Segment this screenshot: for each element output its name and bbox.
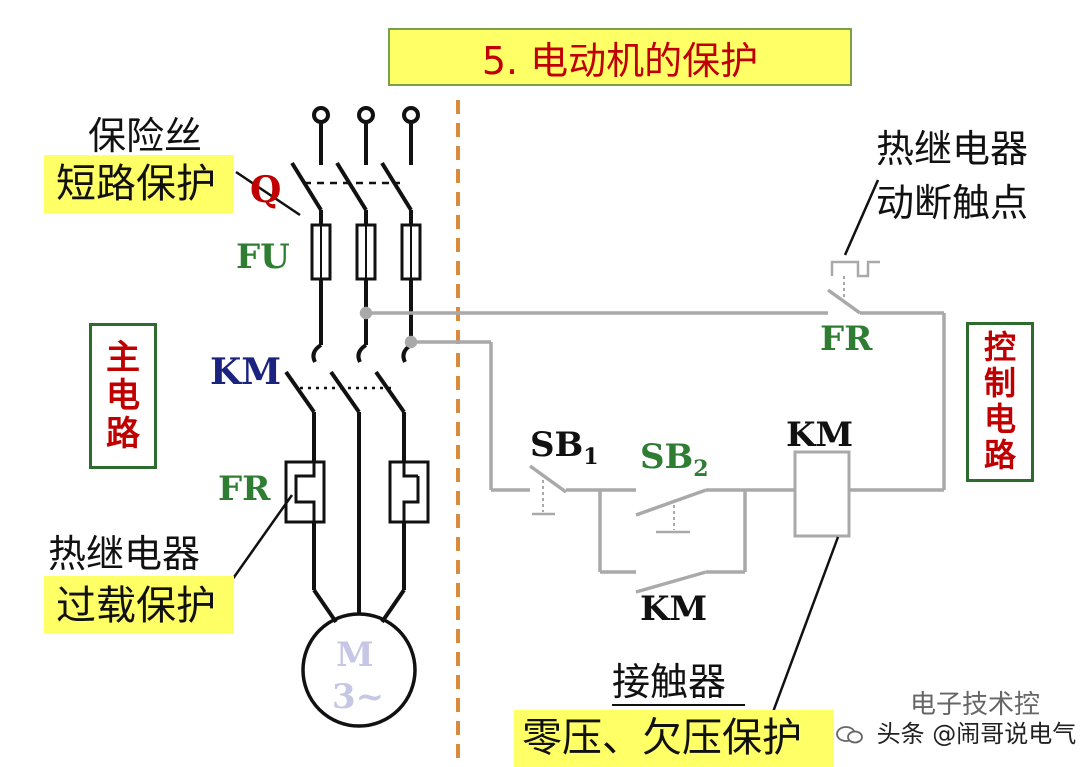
- label-sb2: SB2: [640, 437, 709, 482]
- fuse-caption: 保险丝: [88, 114, 203, 158]
- switch-q-blade-3: [380, 161, 413, 212]
- terminal-l2: [357, 106, 375, 124]
- terminal-l1: [312, 106, 330, 124]
- page-title: 5. 电动机的保护: [388, 28, 852, 86]
- control-circuit-char-1: 控: [983, 328, 1016, 367]
- motor-type: 3~: [332, 677, 385, 717]
- watermark-overlay: 电子技术控: [910, 690, 1041, 720]
- km-coil: [793, 450, 851, 538]
- main-circuit-char-3: 路: [106, 414, 140, 455]
- fr-heater-right: [388, 460, 430, 524]
- label-km-coil: KM: [786, 415, 854, 455]
- label-km-main: KM: [210, 351, 282, 393]
- wechat-icon: [836, 726, 863, 744]
- watermark-text: 头条 @闹哥说电气: [876, 720, 1077, 748]
- main-circuit: [230, 106, 430, 728]
- km-aux-contact: [635, 570, 707, 594]
- control-circuit-char-2: 制: [983, 364, 1016, 403]
- main-circuit-char-2: 电: [106, 375, 140, 416]
- contactor-function: 零压、欠压保护: [522, 715, 802, 761]
- motor-symbol: [301, 612, 417, 728]
- km-main-contact-2: [329, 370, 361, 414]
- sb2-contact: [635, 488, 707, 517]
- fr-heater-left: [284, 460, 326, 524]
- control-circuit: [359, 179, 946, 713]
- control-circuit-label: 控 制 电 路: [966, 322, 1034, 482]
- thermal-relay-function: 过载保护: [56, 583, 216, 629]
- thermal-relay-caption: 热继电器: [48, 532, 201, 576]
- motor-name: M: [336, 635, 374, 675]
- label-fr-main: FR: [218, 469, 271, 509]
- terminal-l3: [402, 106, 420, 124]
- label-sb1: SB1: [530, 425, 599, 470]
- control-circuit-char-3: 电: [983, 400, 1016, 438]
- label-fu: FU: [236, 237, 290, 277]
- switch-q-blade-2: [335, 161, 368, 212]
- contactor-function-box: [514, 710, 834, 767]
- sb1-contact: [528, 464, 568, 494]
- fuse-function-box: [44, 155, 234, 213]
- fr-contact-caption-1: 热继电器: [876, 127, 1029, 171]
- km-main-contact-1: [284, 370, 316, 414]
- watermark: 头条 @闹哥说电气: [835, 714, 1076, 749]
- contactor-caption: 接触器: [612, 660, 727, 704]
- main-circuit-label: 主 电 路: [89, 323, 157, 469]
- km-main-contact-3: [374, 370, 406, 414]
- label-km-aux: KM: [640, 589, 708, 629]
- fuse-function: 短路保护: [56, 161, 216, 207]
- main-circuit-char-1: 主: [106, 337, 140, 378]
- switch-q-blade-1: [290, 161, 323, 212]
- thermal-relay-function-box: [44, 576, 234, 634]
- label-q: Q: [250, 169, 282, 211]
- label-fr-control: FR: [820, 319, 873, 359]
- fr-contact-caption-2: 动断触点: [876, 181, 1029, 225]
- control-circuit-char-4: 路: [983, 435, 1016, 474]
